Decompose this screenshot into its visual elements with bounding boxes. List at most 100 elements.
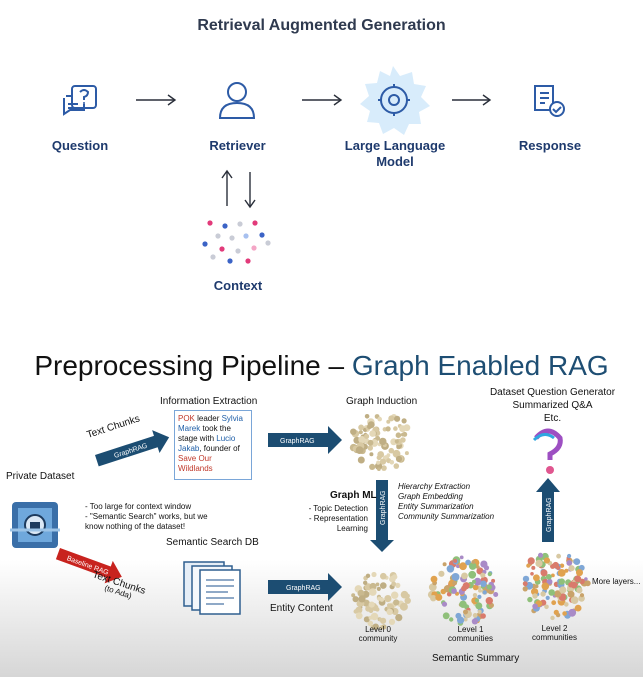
label-question: Question <box>51 138 109 153</box>
arrow-db-level0: GraphRAG <box>268 573 342 601</box>
level1-node <box>468 570 477 579</box>
arrow-level2-dqg-label: GraphRAG <box>546 497 553 532</box>
level0-node <box>386 608 393 615</box>
graph-node <box>369 430 376 437</box>
level0-node <box>363 580 368 585</box>
label-llm-line2: Model <box>376 154 414 169</box>
note-3: know nothing of the dataset! <box>85 522 186 531</box>
level1-node <box>453 558 458 563</box>
level0-node <box>368 601 375 608</box>
label-entity-content: Entity Content <box>270 603 333 614</box>
level0-node <box>375 582 380 587</box>
hierarchy-item: Community Summarization <box>398 512 495 521</box>
level0-node <box>391 591 399 599</box>
level1-node <box>430 575 438 583</box>
level1-node <box>478 588 482 593</box>
pipeline-title-main: Preprocessing Pipeline – <box>34 350 352 381</box>
graph-node <box>385 426 391 432</box>
graph-node <box>395 455 403 463</box>
graph-node <box>367 445 373 451</box>
level2-node <box>544 604 549 610</box>
level2-node <box>579 593 585 598</box>
level0-node <box>384 595 392 603</box>
arrow-info-graph: GraphRAG <box>268 426 342 454</box>
level1-node <box>463 609 468 615</box>
label-semantic-search-db: Semantic Search DB <box>166 537 259 548</box>
level0-node <box>355 612 363 620</box>
level0-node <box>363 616 370 623</box>
graph-node <box>364 433 370 439</box>
graph-node <box>358 424 364 431</box>
pipeline-title-accent: Graph Enabled RAG <box>351 350 609 381</box>
graph-node <box>367 424 372 430</box>
context-dots <box>202 220 271 264</box>
rag-diagram <box>63 66 565 264</box>
level0-node <box>375 607 380 612</box>
label-graph-induction: Graph Induction <box>346 396 418 407</box>
level2-node <box>554 590 562 598</box>
label-info-extraction: Information Extraction <box>160 396 258 407</box>
entity-org: POK <box>178 414 195 423</box>
graph-node <box>357 456 365 464</box>
level2-title: Level 2 <box>541 624 568 633</box>
level2-node <box>526 563 531 568</box>
level2-node <box>546 574 552 580</box>
level2-node <box>584 580 591 587</box>
text-part: took the stage with <box>178 424 231 443</box>
note-1: - Too large for context window <box>85 502 192 511</box>
graph-node <box>399 425 407 433</box>
level1-node <box>473 577 482 586</box>
level1-node <box>468 562 477 570</box>
level2-node <box>570 581 578 589</box>
label-semantic-summary: Semantic Summary <box>432 653 520 664</box>
graph-node <box>393 426 398 431</box>
level0-title: Level 0 <box>365 625 391 634</box>
label-response: Response <box>518 138 582 153</box>
level1-node <box>456 564 460 569</box>
graph-node <box>394 439 399 444</box>
level1-node <box>482 590 487 595</box>
level2-node <box>559 563 565 568</box>
label-dqg-line2: Summarized Q&A <box>512 400 593 411</box>
level1-node <box>474 598 480 603</box>
level2-node <box>532 593 538 599</box>
level2-node <box>530 572 534 576</box>
level2-node <box>527 557 535 565</box>
graph-ml-item: - Representation Learning <box>308 514 368 533</box>
label-more-layers: More layers... <box>592 577 641 586</box>
level0-node <box>380 572 387 580</box>
label-level0: Level 0 community <box>353 625 403 643</box>
rag-title: Retrieval Augmented Generation <box>197 17 446 34</box>
graph-ml-item: - Topic Detection <box>308 504 368 513</box>
label-retriever: Retriever <box>209 138 266 153</box>
level2-node <box>522 586 528 592</box>
level2-node <box>540 591 546 597</box>
level0-node <box>380 582 387 589</box>
level2-node <box>522 581 528 587</box>
level2-node <box>556 565 560 570</box>
graph-node <box>394 415 401 422</box>
text-part: , founder of <box>199 444 240 453</box>
level1-node <box>462 582 470 590</box>
level0-node <box>352 596 359 603</box>
level0-node <box>369 588 377 596</box>
level1-node <box>459 555 464 560</box>
text-part: leader <box>194 414 222 423</box>
level1-node <box>442 562 447 567</box>
arrow-info-graph-label: GraphRAG <box>280 438 315 445</box>
level1-node <box>457 616 465 624</box>
level2-node <box>548 589 555 596</box>
level2-node <box>557 569 566 577</box>
graph-node <box>386 453 391 458</box>
level1-node <box>459 600 467 608</box>
level0-node <box>376 586 381 591</box>
graph-node <box>393 463 400 469</box>
level1-node <box>435 593 443 601</box>
database-lock-icon <box>10 502 60 548</box>
level2-node <box>531 565 536 570</box>
label-level1: Level 1 communities <box>443 625 498 643</box>
level2-sub: communities <box>532 633 577 642</box>
level1-node <box>472 584 479 591</box>
note-2: - "Semantic Search" works, but we <box>85 512 208 521</box>
level2-node <box>541 582 550 591</box>
